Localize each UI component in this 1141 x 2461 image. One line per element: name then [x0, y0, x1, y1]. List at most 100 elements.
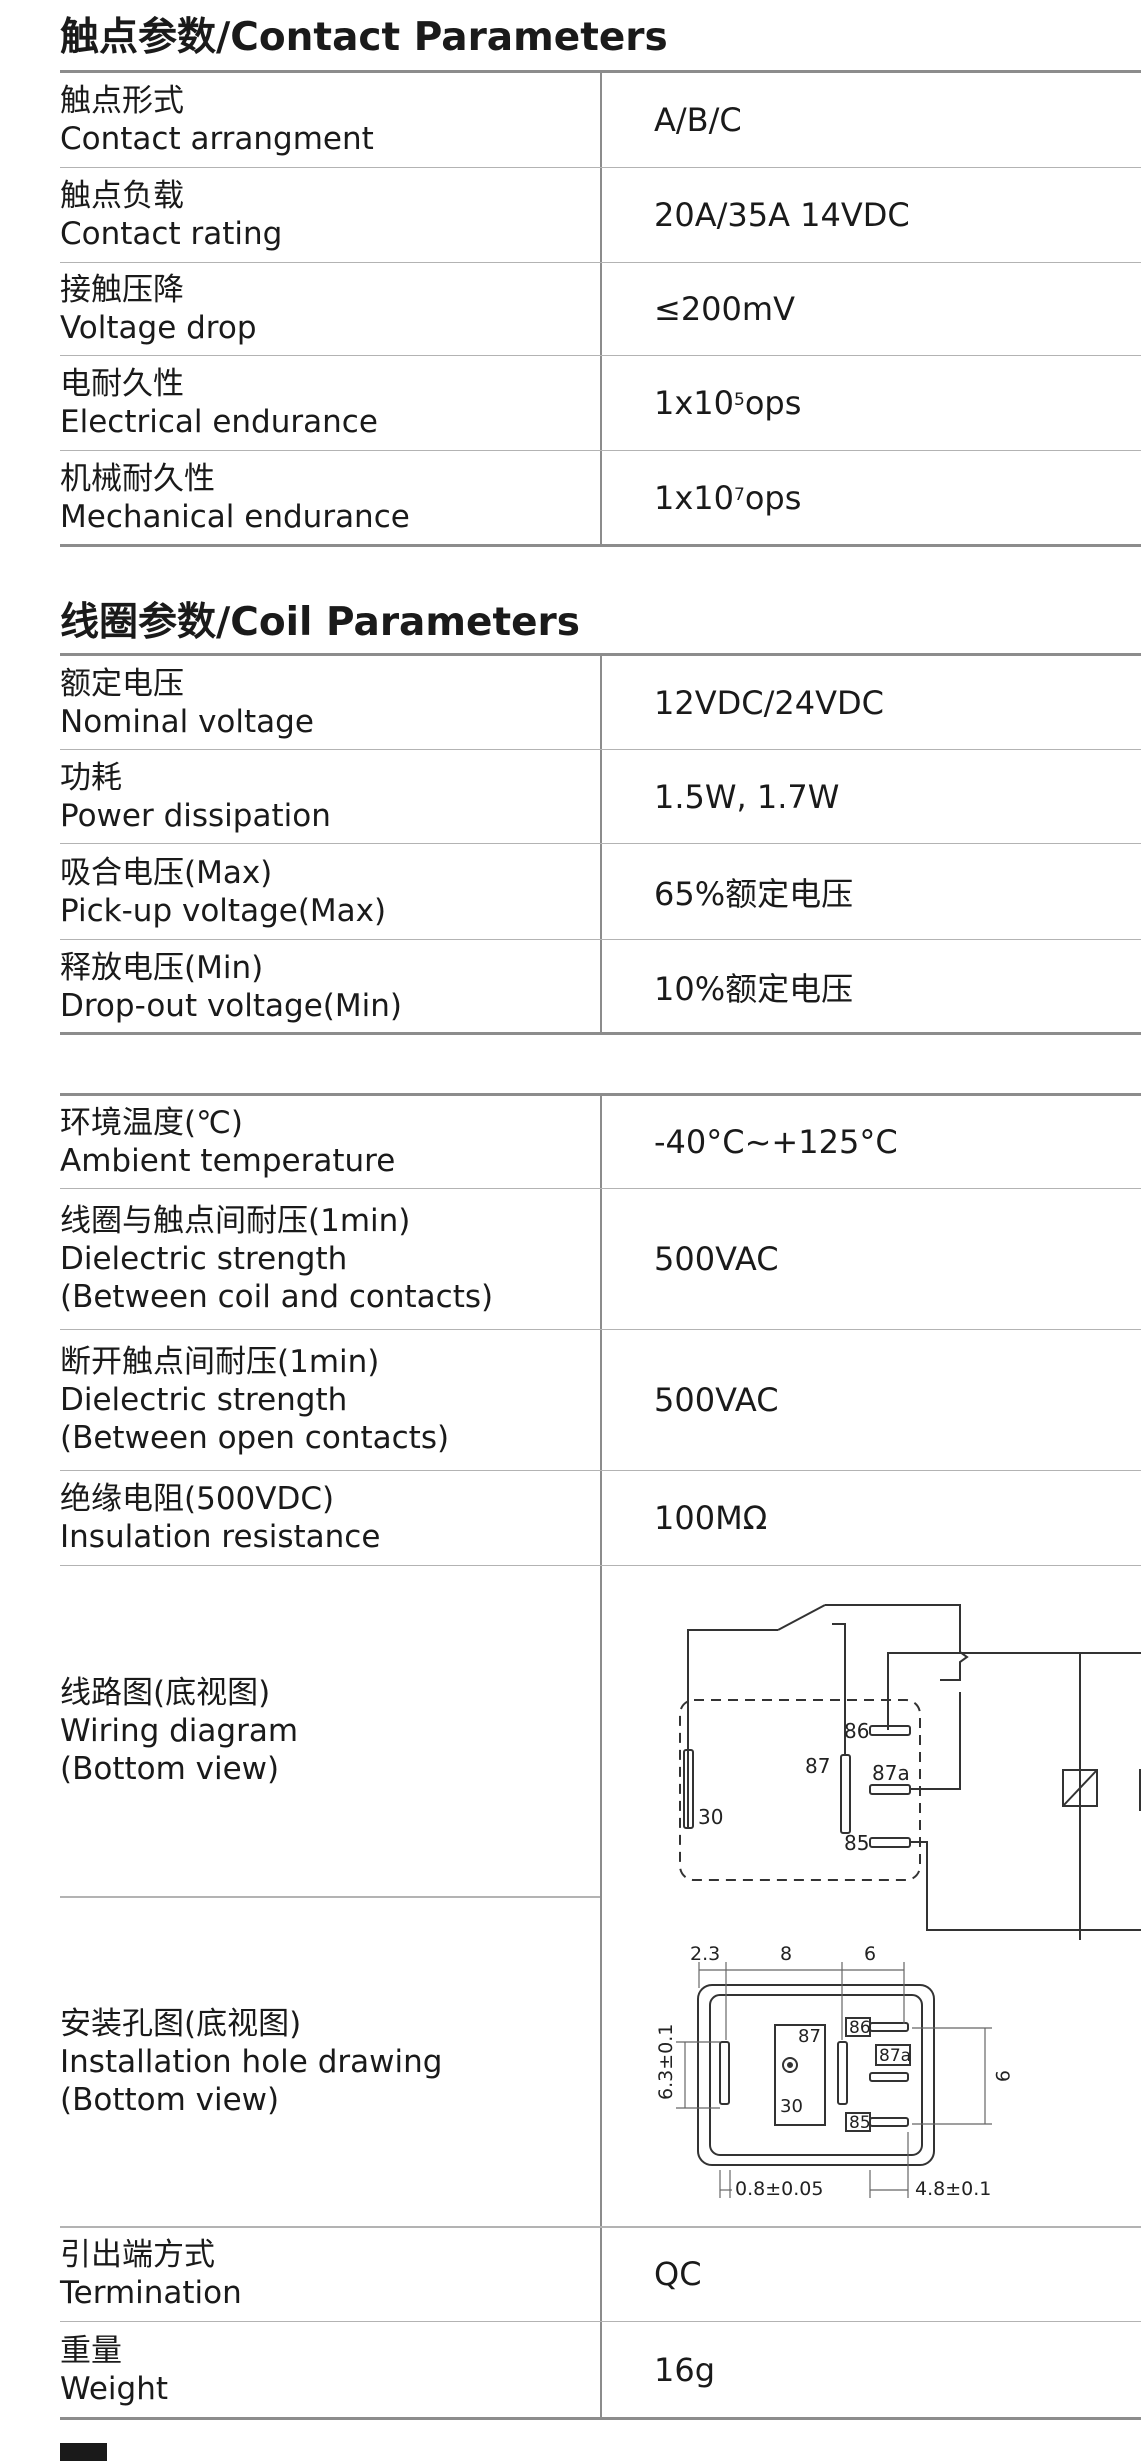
pin30-wire: [687, 1629, 778, 1828]
label-zh: 断开触点间耐压(1min): [60, 1344, 380, 1380]
slot-87a: [869, 2072, 909, 2082]
label-en: Electrical endurance: [60, 404, 378, 440]
pin87a-wire: [910, 1692, 961, 1790]
label-zh: 绝缘电阻(500VDC): [60, 1481, 335, 1517]
center-block: [774, 2024, 826, 2126]
value-unit: ops: [744, 384, 802, 422]
diagram-section-separator: [60, 2226, 1141, 2228]
label-en: Mechanical endurance: [60, 499, 410, 535]
value-unit: ops: [744, 479, 802, 517]
label-zh: 机械耐久性: [60, 461, 215, 497]
value-base: 1x10: [654, 384, 735, 422]
table-row: 释放电压(Min)Drop-out voltage(Min) 10%额定电压: [60, 940, 1141, 1033]
hole-pin-87: 87: [798, 2026, 821, 2047]
coil-column-divider: [600, 656, 602, 1033]
label-en: Pick-up voltage(Max): [60, 892, 387, 929]
housing-inner: [709, 1994, 923, 2156]
pin85-wire: [910, 1841, 1141, 1931]
label-en: Termination: [60, 2275, 242, 2311]
terminal-87a: [869, 1784, 911, 1795]
value-exponent: 7: [734, 485, 745, 505]
pin-label-30: 30: [698, 1805, 723, 1829]
slot-87: [837, 2041, 848, 2105]
pin-box-86: [845, 2017, 871, 2037]
coil-top-rule: [60, 653, 1141, 656]
label-en: Insulation resistance: [60, 1519, 381, 1555]
hole-drawing-label: 安装孔图(底视图) Installation hole drawing (Bot…: [60, 1897, 600, 2227]
slot-85: [869, 2117, 909, 2127]
terminal-85: [869, 1837, 911, 1848]
label-en: Voltage drop: [60, 310, 257, 346]
value-exponent: 5: [734, 390, 745, 410]
row-value: -40°C~+125°C: [654, 1123, 898, 1161]
dim-6-3: 6.3±0.1: [655, 2024, 677, 2100]
hole-drawing: 2.3 8 6 6.3±0.1 9 0.8±0.05 4.8±0.1 87 30…: [655, 1943, 1013, 2200]
label-en-detail: (Bottom view): [60, 1751, 280, 1787]
coil-bottom-rule: [60, 1032, 1141, 1035]
dim-6: 6: [864, 1943, 876, 1965]
label-zh: 环境温度(℃): [60, 1105, 244, 1141]
dim-0-8: 0.8±0.05: [735, 2178, 823, 2200]
other-top-rule: [60, 1093, 1141, 1096]
switch-arm: [777, 1604, 826, 1631]
terminal-86: [869, 1725, 911, 1736]
label-zh: 功耗: [60, 759, 122, 796]
label-en: Installation hole drawing: [60, 2044, 443, 2080]
row-value: 500VAC: [654, 1240, 779, 1278]
label-zh: 安装孔图(底视图): [60, 2006, 302, 2042]
pin-label-87: 87: [805, 1754, 830, 1778]
label-en: Drop-out voltage(Min): [60, 987, 402, 1024]
slot-86: [869, 2022, 909, 2032]
contact-top-rule: [60, 70, 1141, 73]
dim-4-8: 4.8±0.1: [915, 2178, 991, 2200]
row-value: ≤200mV: [654, 290, 795, 328]
dim-8: 8: [780, 1943, 792, 1965]
pin-label-87a: 87a: [872, 1761, 910, 1785]
label-en: Weight: [60, 2371, 169, 2407]
dim-2-3: 2.3: [690, 1943, 720, 1965]
label-en: Dielectric strength: [60, 1382, 348, 1418]
housing-outer: [697, 1984, 935, 2166]
coil-section-title: 线圈参数/Coil Parameters: [60, 600, 581, 645]
row-value: 500VAC: [654, 1381, 779, 1419]
pin87-wire: [832, 1623, 846, 1755]
pin-label-86: 86: [844, 1719, 869, 1743]
label-en-detail: (Between open contacts): [60, 1420, 450, 1456]
row-value: 20A/35A 14VDC: [654, 196, 910, 234]
table-row: 环境温度(℃)Ambient temperature -40°C~+125°C: [60, 1096, 1141, 1189]
table-row: 断开触点间耐压(1min)Dielectric strength(Between…: [60, 1330, 1141, 1471]
label-zh: 电耐久性: [60, 366, 184, 402]
switch-top-wire: [825, 1604, 969, 1681]
label-en: Contact rating: [60, 216, 283, 252]
other-bottom-rule: [60, 2417, 1141, 2420]
label-zh: 触点形式: [60, 83, 184, 119]
table-row: 吸合电压(Max)Pick-up voltage(Max) 65%额定电压: [60, 844, 1141, 940]
label-en: Ambient temperature: [60, 1143, 396, 1179]
label-en: Wiring diagram: [60, 1713, 299, 1749]
label-zh: 线路图(底视图): [60, 1675, 271, 1711]
contact-bottom-rule: [60, 544, 1141, 547]
slot-30: [719, 2041, 730, 2105]
label-en: Contact arrangment: [60, 121, 374, 157]
terminal-30: [683, 1749, 694, 1829]
contact-column-divider: [600, 73, 602, 545]
row-value: 10%额定电压: [654, 969, 854, 1008]
label-en: Nominal voltage: [60, 703, 314, 740]
terminal-87: [840, 1754, 851, 1834]
row-value: 100MΩ: [654, 1499, 768, 1537]
page-corner-mark: [60, 2443, 107, 2461]
label-zh: 触点负载: [60, 178, 184, 214]
center-hole: [782, 2057, 798, 2073]
table-row: 绝缘电阻(500VDC)Insulation resistance 100MΩ: [60, 1471, 1141, 1566]
row-value: 16g: [654, 2351, 716, 2389]
coil-diagonal: [1062, 1769, 1098, 1807]
